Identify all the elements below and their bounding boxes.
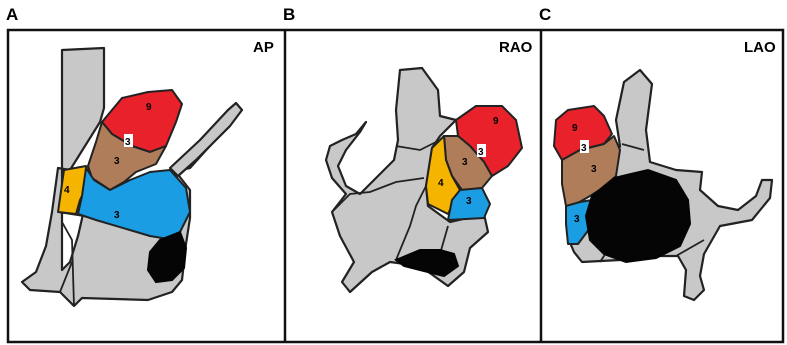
panel-a-view-label: AP — [253, 39, 274, 56]
panel-b-label-3-blue: 3 — [466, 196, 472, 207]
panel-b-label-3-brown: 3 — [462, 157, 468, 168]
panel-c-lao-diagram: 9 3 3 3 — [554, 70, 772, 300]
panel-b-letter: B — [283, 5, 295, 24]
panel-b-rao-diagram: 9 3 3 4 3 — [326, 68, 522, 292]
panel-b-view-label: RAO — [499, 39, 533, 56]
panel-b-label-4: 4 — [438, 178, 444, 189]
panel-a-label-3-blue: 3 — [114, 210, 120, 221]
panel-a-branch-arm — [170, 103, 242, 176]
panel-c-label-3-white: 3 — [581, 143, 587, 154]
panel-a-label-9: 9 — [146, 102, 152, 113]
panel-a-label-3-brown: 3 — [114, 156, 120, 167]
panel-a-ap-diagram: 9 3 3 4 3 — [22, 48, 242, 306]
panel-b-label-9: 9 — [493, 116, 499, 127]
panel-b-label-3-white: 3 — [478, 147, 484, 158]
panel-c-letter: C — [539, 5, 551, 24]
panel-c-label-3-blue: 3 — [574, 214, 580, 225]
panel-c-label-3-brown: 3 — [591, 164, 597, 175]
panel-c-view-label: LAO — [744, 39, 776, 56]
panel-a-label-3-white: 3 — [125, 137, 131, 148]
panel-a-letter: A — [6, 5, 18, 24]
panel-c-label-9: 9 — [572, 123, 578, 134]
panel-a-label-4: 4 — [64, 185, 70, 196]
